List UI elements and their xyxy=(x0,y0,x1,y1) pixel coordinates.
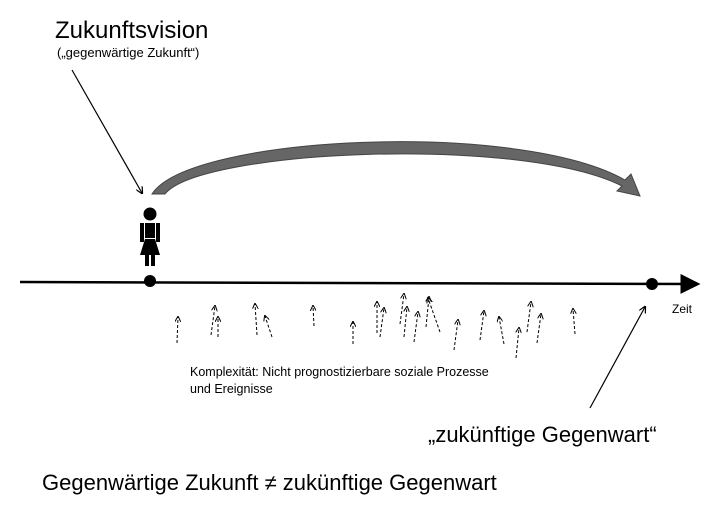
title: Zukunftsvision xyxy=(55,17,209,44)
future-dot xyxy=(646,278,658,290)
vision-pointer xyxy=(71,69,142,193)
dashed-arrow xyxy=(379,308,384,338)
complexity-arrows xyxy=(177,294,575,359)
person-icon xyxy=(140,207,160,266)
dashed-arrow xyxy=(313,306,314,327)
dashed-arrow xyxy=(428,298,441,333)
dashed-arrow xyxy=(413,312,418,343)
dashed-arrow xyxy=(265,316,273,338)
dashed-arrow xyxy=(573,309,575,335)
dashed-arrow xyxy=(526,302,531,333)
dashed-arrow xyxy=(479,311,484,341)
dashed-arrow xyxy=(425,297,429,328)
dashed-arrow xyxy=(177,317,178,344)
dashed-arrow xyxy=(536,314,541,344)
dashed-arrow xyxy=(255,304,257,336)
subtitle: („gegenwärtige Zukunft“) xyxy=(57,45,200,60)
timeline-axis xyxy=(19,273,701,294)
dashed-arrow xyxy=(210,306,215,336)
conclusion: Gegenwärtige Zukunft ≠ zukünftige Gegenw… xyxy=(42,470,497,495)
present-dot xyxy=(144,275,156,287)
complexity-line1: Komplexität: Nicht prognostizierbare soz… xyxy=(190,365,489,379)
dashed-arrow xyxy=(403,307,407,338)
curved-arrow-icon xyxy=(151,141,641,197)
dashed-arrow xyxy=(453,320,458,351)
dashed-arrow xyxy=(399,294,404,325)
complexity-line2: und Ereignisse xyxy=(190,382,273,396)
dashed-arrow xyxy=(515,328,519,359)
future-present-pointer xyxy=(589,307,645,409)
dashed-arrow xyxy=(499,317,505,345)
axis-label: Zeit xyxy=(672,302,693,316)
future-present-label: „zukünftige Gegenwart“ xyxy=(428,422,657,447)
